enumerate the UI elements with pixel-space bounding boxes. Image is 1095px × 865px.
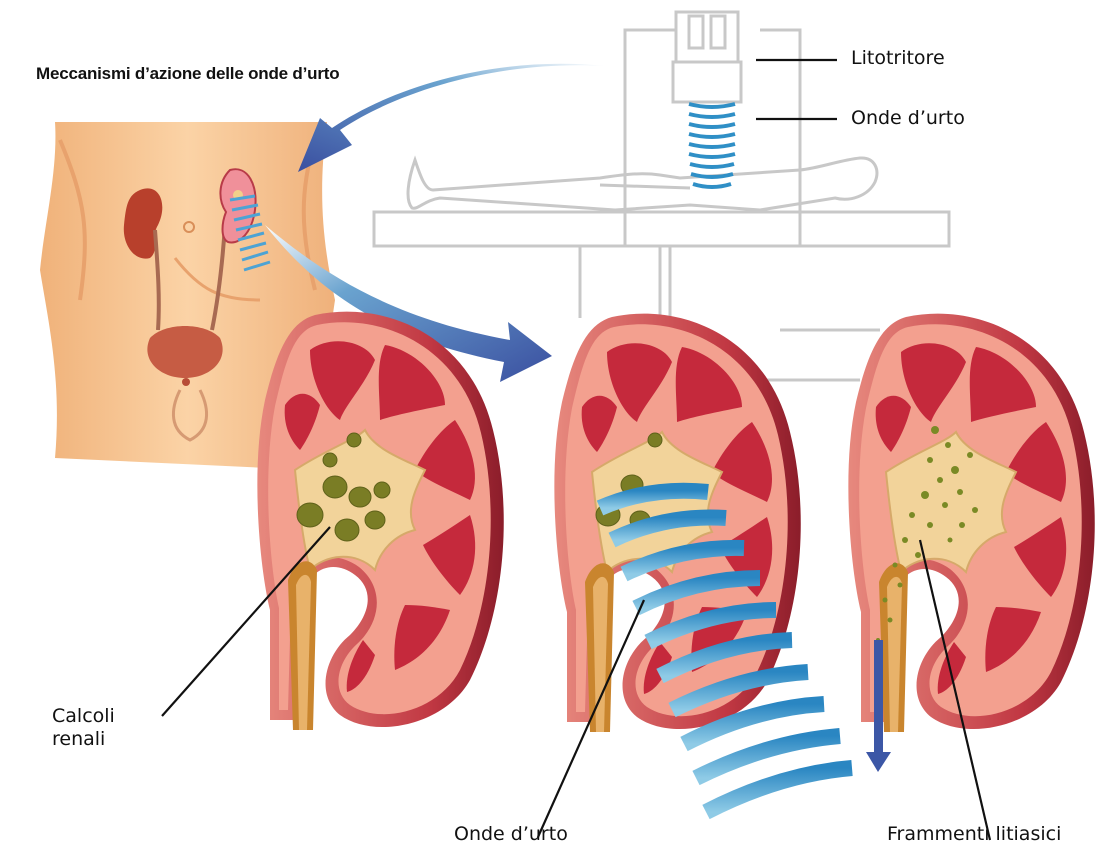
arrow-machine-to-torso (298, 64, 605, 172)
label-shock-waves-bottom: Onde d’urto (454, 823, 568, 846)
label-lithotripter: Litotritore (851, 47, 945, 70)
kidney-3 (848, 314, 1094, 732)
diagram-title: Meccanismi d’azione delle onde d’urto (36, 64, 339, 84)
label-shock-waves-top: Onde d’urto (851, 107, 965, 130)
label-kidney-stones: Calcoli renali (52, 705, 115, 751)
label-stone-fragments: Frammenti litiasici (887, 823, 1061, 846)
